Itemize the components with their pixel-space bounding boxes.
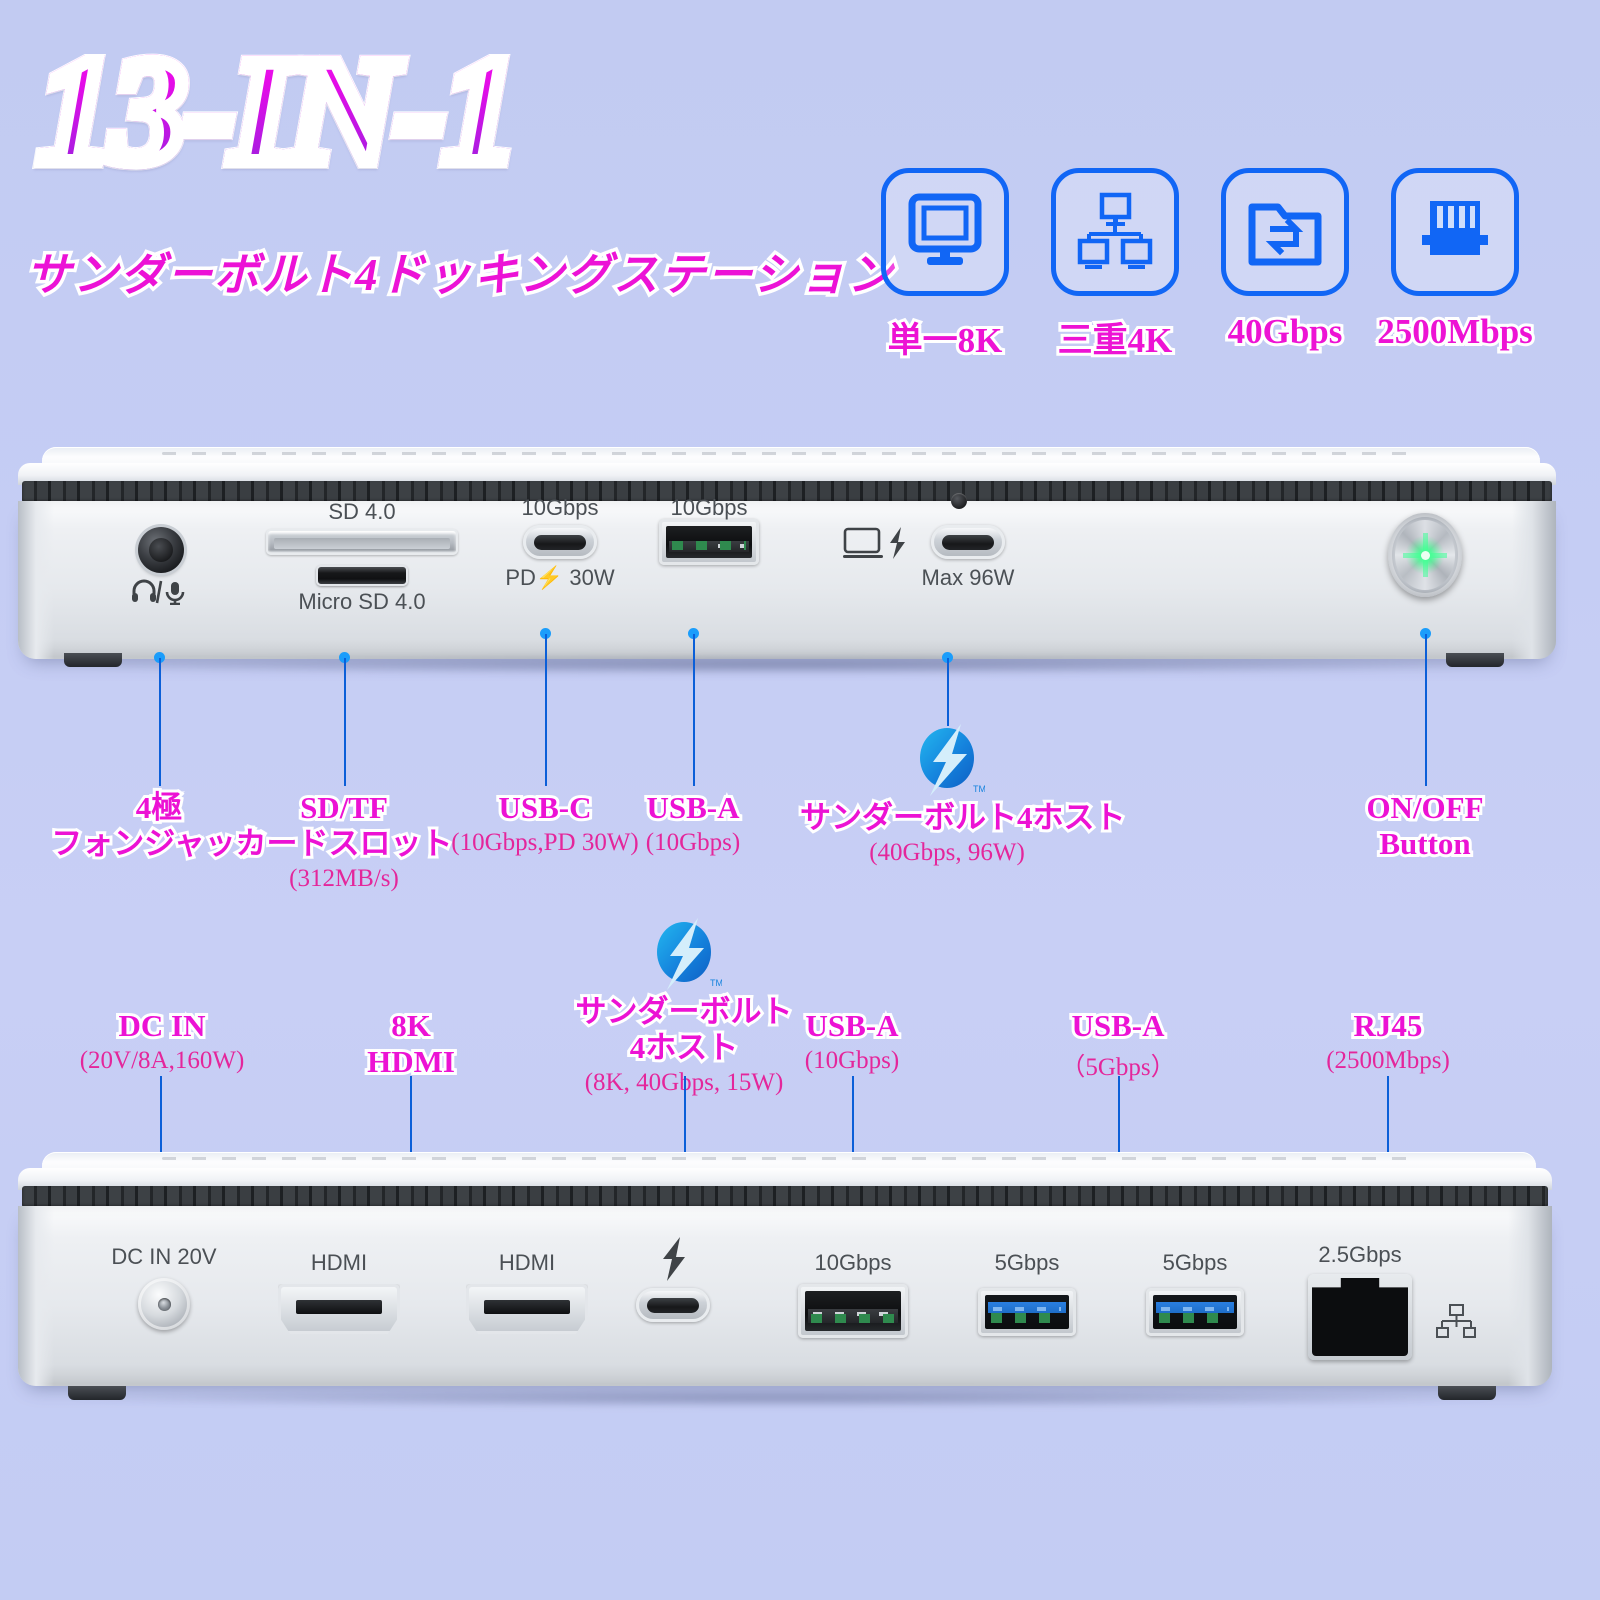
callout-usb-c-front: USB-C (10Gbps,PD 30W) [420,787,670,857]
callout-title: USB-C [495,787,594,828]
callout-sub: (20V/8A,160W) [79,1046,245,1074]
feature-label: 40Gbps [1225,309,1346,354]
dock-drop-shadow [68,1388,1496,1408]
callout-title: SD/TF カードスロット [233,787,456,864]
usb-a-port-back-5g-1[interactable]: 5Gbps [978,1250,1076,1336]
feature-2500mbps: 2500Mbps [1374,168,1536,363]
feature-label: 三重4K [1055,318,1176,363]
callout-audio-jack: 4極 フォンジャック [34,787,284,864]
hdmi-2-mark: HDMI [498,1250,556,1275]
dock-foot [64,653,122,667]
audio-jack-mark [130,579,192,612]
svg-text:TM: TM [710,978,722,988]
hdmi-port-2[interactable]: HDMI [466,1250,588,1334]
callout-sub: （5Gbps） [1060,1053,1176,1081]
usb-a-speed-mark: 10Gbps [670,495,748,520]
audio-jack-port[interactable] [132,527,185,606]
feature-label: 2500Mbps [1374,309,1536,354]
usb-a-5g-1-mark: 5Gbps [994,1250,1060,1275]
callout-usb-a-5g: USB-A （5Gbps） [1032,1005,1204,1083]
dc-in-mark: DC IN 20V [111,1244,217,1269]
feature-single-8k: 単一8K [872,168,1018,363]
callout-thunderbolt-back: TM サンダーボルト 4ホスト (8K, 40Gbps, 15W) [570,916,798,1097]
rj45-port[interactable]: 2.5Gbps [1308,1242,1412,1360]
network-topology-icon [1436,1304,1476,1345]
single-monitor-icon [881,168,1009,296]
hdmi-port-1[interactable]: HDMI [278,1250,400,1334]
dock-top-bevel [18,463,1556,485]
dc-in-port[interactable]: DC IN 20V [111,1244,217,1330]
callout-power-button: ON/OFF Button [1330,787,1520,864]
feature-triple-4k: 三重4K [1042,168,1188,363]
usb-a-10g-mark: 10Gbps [814,1250,892,1275]
dock-top-bevel [18,1168,1552,1190]
dock-back-face: DC IN 20V HDMI HDMI 10Gbps [18,1206,1552,1386]
dock-drop-shadow [68,655,1500,675]
folder-transfer-icon [1221,168,1349,296]
thunderbolt-logo: TM [920,724,985,796]
thunderbolt-host-mark-front [843,525,913,566]
thunderbolt-bolt-mark-back [658,1236,690,1287]
page-subtitle: サンダーボルト4ドッキングステーション [22,247,895,304]
feature-label: 単一8K [885,318,1006,363]
dock-foot [1446,653,1504,667]
callout-rj45: RJ45 (2500Mbps) [1298,1005,1478,1075]
usb-a-port-back-10g[interactable]: 10Gbps [798,1250,908,1338]
thunderbolt-logo: TM [657,918,722,990]
sd-card-slot[interactable]: SD 4.0 [266,499,458,555]
callout-title: USB-A [1068,1005,1167,1046]
callout-title: USB-A [643,787,742,828]
callout-title: サンダーボルト4ホスト [797,797,1129,838]
usb-c-port-front[interactable]: 10Gbps PD⚡ 30W [505,495,614,590]
callout-usb-a-10g: USB-A (10Gbps) [766,1005,938,1075]
usb-a-port-front[interactable]: 10Gbps [659,495,759,565]
callout-hdmi: 8K HDMI [338,1005,484,1082]
status-led-front [951,493,967,509]
usb-a-5g-2-mark: 5Gbps [1162,1250,1228,1275]
dock-foot [68,1386,126,1400]
callout-title: ON/OFF Button [1363,787,1486,864]
usb-c-pd-mark: PD⚡ 30W [505,565,615,590]
dock-vent-strip [22,1186,1548,1208]
ethernet-port-icon [1391,168,1519,296]
usb-a-port-back-5g-2[interactable]: 5Gbps [1146,1250,1244,1336]
dock-foot [1438,1386,1496,1400]
power-button[interactable] [1388,513,1462,597]
callout-dc-in: DC IN (20V/8A,160W) [62,1005,262,1075]
callout-title: DC IN [116,1005,209,1046]
hdmi-1-mark: HDMI [310,1250,368,1275]
dock-front-view: SD 4.0 Micro SD 4.0 10Gbps PD⚡ 30W 10Gbp… [8,447,1560,675]
callout-sub: (10Gbps) [645,828,741,856]
page-title: 13-IN-1 [31,28,525,194]
callout-sub: (312MB/s) [289,864,399,892]
svg-text:TM: TM [973,784,985,794]
rj45-speed-mark: 2.5Gbps [1318,1242,1402,1267]
usb-c-speed-mark: 10Gbps [521,495,599,520]
micro-sd-slot-mark: Micro SD 4.0 [298,589,426,614]
page-title-outline: 13-IN-1 [30,28,526,194]
thunderbolt-power-mark: Max 96W [921,565,1015,590]
callout-thunderbolt-front: TM サンダーボルト4ホスト (40Gbps, 96W) [797,722,1129,867]
triple-monitor-icon [1051,168,1179,296]
sd-slot-mark: SD 4.0 [328,499,396,524]
dock-back-view: DC IN 20V HDMI HDMI 10Gbps [8,1152,1556,1408]
callout-title: サンダーボルト 4ホスト [573,991,796,1068]
thunderbolt-port-front[interactable]: Max 96W [922,525,1014,590]
callout-title: 8K HDMI [364,1005,458,1082]
callout-title: RJ45 [1351,1005,1426,1046]
callout-sub: (10Gbps,PD 30W) [451,828,639,856]
callout-sub: (10Gbps) [804,1046,900,1074]
feature-40gbps: 40Gbps [1212,168,1358,363]
callout-card-slot: SD/TF カードスロット (312MB/s) [216,787,472,893]
callout-title: USB-A [802,1005,901,1046]
micro-sd-card-slot[interactable]: Micro SD 4.0 [298,565,426,614]
callout-sub: (40Gbps, 96W) [869,838,1025,866]
dock-vent-strip [22,481,1552,503]
thunderbolt-port-back[interactable] [636,1288,710,1322]
callout-title: 4極 フォンジャック [48,787,269,864]
feature-badges: 単一8K 三重4K [872,168,1536,363]
callout-sub: (2500Mbps) [1326,1046,1450,1074]
dock-front-face: SD 4.0 Micro SD 4.0 10Gbps PD⚡ 30W 10Gbp… [18,493,1556,659]
callout-usb-a-front: USB-A (10Gbps) [606,787,780,857]
